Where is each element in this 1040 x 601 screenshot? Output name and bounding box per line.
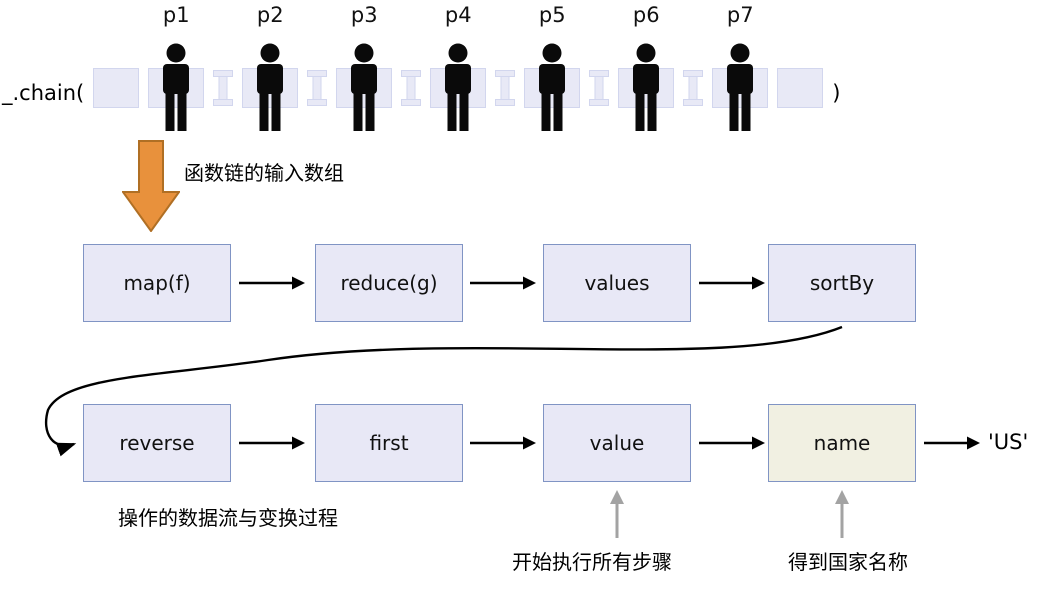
pipeline-box-label: reverse: [119, 431, 195, 455]
pipeline-box-reverse: reverse: [83, 404, 231, 482]
person-label: p4: [444, 3, 472, 27]
person-icon: [257, 43, 284, 131]
array-separator-icon: [683, 70, 704, 106]
arrow-right-icon: [699, 436, 765, 450]
person-icon: [351, 43, 378, 131]
arrow-up-icon: [610, 490, 624, 538]
person-label: p3: [350, 3, 378, 27]
person-icon: [633, 43, 660, 131]
chain-prefix: _.chain(: [2, 81, 85, 105]
person-label: p5: [538, 3, 566, 27]
flow-caption: 操作的数据流与变换过程: [118, 506, 338, 530]
pipeline-box-label: first: [369, 431, 409, 455]
arrow-right-icon: [239, 436, 305, 450]
pipeline-box-reduce: reduce(g): [315, 244, 463, 322]
array-separator-icon: [213, 70, 234, 106]
pipeline-box-label: map(f): [123, 271, 191, 295]
arrow-up-icon: [835, 490, 849, 538]
chain-expression: _.chain( p1 p2 p3 p4 p5: [2, 0, 840, 135]
person-p4: p4: [430, 3, 487, 135]
array-cell: [93, 68, 140, 108]
arrow-right-icon: [924, 436, 980, 450]
start-steps-caption: 开始执行所有步骤: [512, 550, 672, 574]
array-separator-icon: [495, 70, 516, 106]
arrow-right-icon: [470, 276, 536, 290]
pipeline-box-sortby: sortBy: [768, 244, 916, 322]
result-value: 'US': [988, 430, 1029, 454]
country-name-caption: 得到国家名称: [788, 550, 908, 574]
input-array-caption: 函数链的输入数组: [184, 161, 344, 185]
pipeline-box-label: values: [584, 271, 650, 295]
block-down-arrow-icon: [121, 140, 181, 236]
person-label: p2: [256, 3, 284, 27]
person-p2: p2: [242, 3, 299, 135]
person-label: p1: [162, 3, 190, 27]
pipeline-box-first: first: [315, 404, 463, 482]
person-icon: [539, 43, 566, 131]
pipeline-box-label: value: [589, 431, 645, 455]
pipeline-box-value: value: [543, 404, 691, 482]
arrow-right-icon: [470, 436, 536, 450]
person-icon: [445, 43, 472, 131]
person-icon: [163, 43, 190, 131]
pipeline-box-name: name: [768, 404, 916, 482]
pipeline-box-label: sortBy: [809, 271, 875, 295]
person-p1: p1: [148, 3, 205, 135]
chain-suffix: ): [832, 81, 841, 105]
person-p5: p5: [524, 3, 581, 135]
pipeline-box-label: name: [813, 431, 871, 455]
person-label: p7: [726, 3, 754, 27]
person-icon: [727, 43, 754, 131]
array-separator-icon: [589, 70, 610, 106]
array-cell: [777, 68, 824, 108]
arrow-right-icon: [239, 276, 305, 290]
person-p3: p3: [336, 3, 393, 135]
pipeline-box-label: reduce(g): [340, 271, 438, 295]
person-label: p6: [632, 3, 660, 27]
person-p7: p7: [712, 3, 769, 135]
pipeline-box-map: map(f): [83, 244, 231, 322]
pipeline-box-values: values: [543, 244, 691, 322]
person-p6: p6: [618, 3, 675, 135]
arrow-right-icon: [699, 276, 765, 290]
array-separator-icon: [401, 70, 422, 106]
array-separator-icon: [307, 70, 328, 106]
